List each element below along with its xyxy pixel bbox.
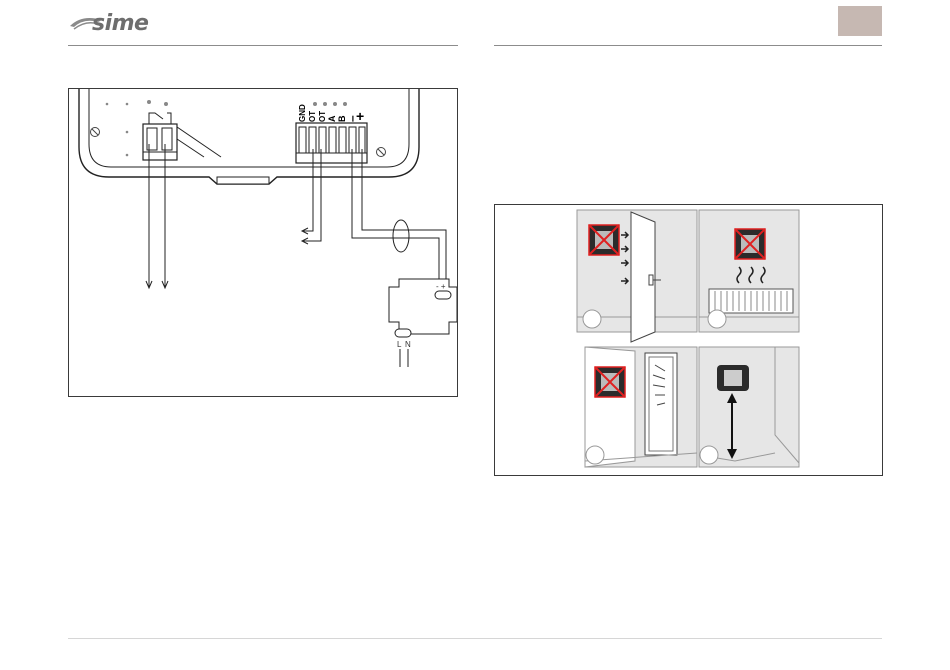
panel-number-badge <box>583 310 601 328</box>
thermostat-icon <box>717 365 749 391</box>
terminal-label-a: A <box>327 115 337 122</box>
terminal-label-ot: OT <box>308 111 317 122</box>
board-outline <box>79 89 419 184</box>
power-label-l: L <box>397 340 402 349</box>
placement-svg <box>495 205 882 475</box>
panel-radiator <box>699 210 799 332</box>
panel-number-badge <box>586 446 604 464</box>
board-clip <box>217 177 269 184</box>
door-handle-icon <box>649 275 653 285</box>
panel-door <box>577 210 697 342</box>
radiator-icon <box>709 289 793 313</box>
panel-correct <box>699 347 799 467</box>
right-terminal-block <box>296 123 367 163</box>
page-tab <box>838 6 882 36</box>
panel-number-badge <box>700 446 718 464</box>
block-edge <box>177 139 204 157</box>
thermostat-power-connector <box>395 329 411 337</box>
block-edge <box>177 127 221 157</box>
wire <box>352 149 439 279</box>
thermostat-bus-connector <box>435 291 451 299</box>
left-terminal-block <box>143 124 177 160</box>
terminal-label-ot: OT <box>318 111 327 122</box>
header-rule-left <box>68 45 458 46</box>
cable-grommet-icon <box>393 220 409 252</box>
terminal-label-plus: + <box>356 108 364 124</box>
power-label-n: N <box>405 340 411 349</box>
terminal-label-gnd: GND <box>298 104 307 122</box>
header-rule-right <box>494 45 882 46</box>
panel-window <box>585 347 697 467</box>
panel-number-badge <box>708 310 726 328</box>
relay-icon <box>149 113 171 124</box>
screw-icon <box>377 148 386 157</box>
footer-rule <box>68 638 882 639</box>
wiring-svg: GND OT OT A B – + - + L N <box>69 89 457 396</box>
wire <box>362 149 446 279</box>
brand-logo: sime <box>68 14 168 40</box>
wiring-diagram: GND OT OT A B – + - + L N <box>68 88 458 397</box>
brand-name: sime <box>92 11 148 36</box>
thermostat-box <box>389 279 457 334</box>
screw-icon <box>91 128 100 137</box>
terminal-labels: GND OT OT A B – + <box>298 104 364 124</box>
placement-figure <box>494 204 883 476</box>
thermostat-terminal-marks: - + <box>436 282 446 291</box>
